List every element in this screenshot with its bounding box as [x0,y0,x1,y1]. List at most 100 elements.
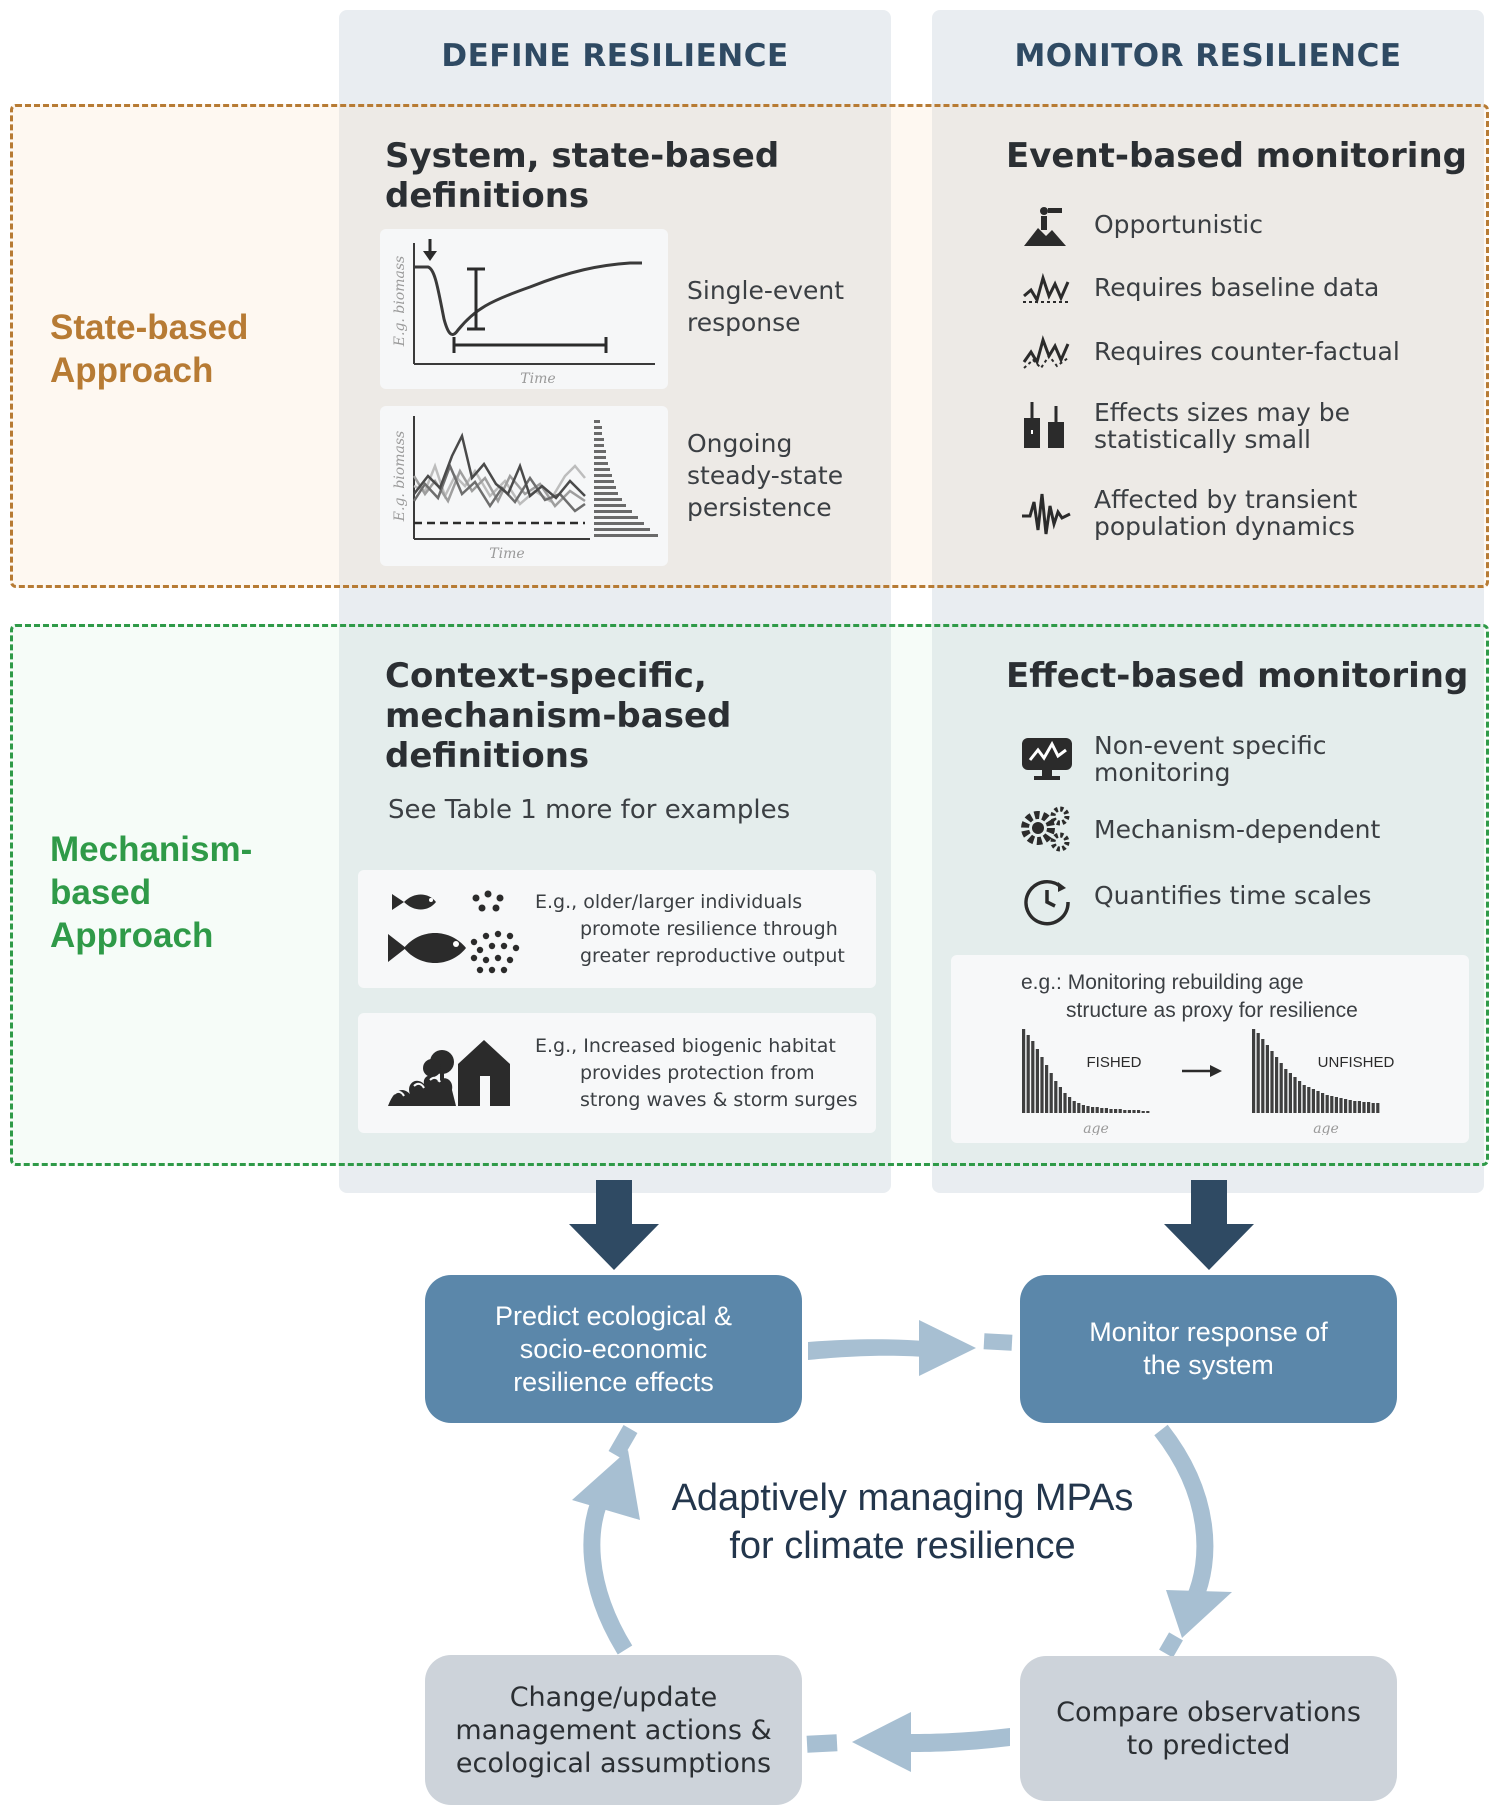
unfished-bars-bar [1344,1099,1348,1113]
unfished-bars-bar [1261,1039,1265,1113]
unfished-bars-bar [1270,1051,1274,1113]
unfished-bars [1252,1029,1380,1113]
mech-monitor-title: Effect-based monitoring [1006,656,1469,696]
counterfactual-icon [1022,335,1070,370]
monitor-response-box: Monitor response of the system [1020,1275,1397,1423]
unfished-bars-bar [1321,1093,1325,1113]
fished-bars-bar [1081,1105,1085,1113]
state-monitor-item-4: Affected by transient population dynamic… [1094,485,1358,541]
unfished-bars-bar [1371,1103,1375,1113]
pulse-icon [1022,493,1071,535]
unfished-bars-bar [1357,1101,1361,1113]
state-based-approach-label: State-based Approach [50,308,249,390]
state-define-title: System, state-based definitions [385,136,780,216]
single-event-caption: Single-event response [687,276,845,337]
state-monitor-item-3: Effects sizes may be statistically small [1094,398,1351,454]
unfished-bars-bar [1334,1097,1338,1113]
unfished-bars-bar [1302,1085,1306,1113]
age-structure-chart: FISHED UNFISHED age age [1022,1029,1395,1135]
fished-bars-bar [1068,1097,1072,1113]
age-structure-line1: e.g.: Monitoring rebuilding age [1021,971,1304,994]
example-fish-rest: promote resilience through greater repro… [580,918,845,967]
gears-icon [1021,806,1070,852]
monitor-down-arrow [1164,1180,1254,1270]
unfished-bars-bar [1252,1029,1256,1113]
fished-bars-bar [1146,1111,1150,1113]
fished-label: FISHED [1086,1054,1141,1071]
baseline-icon [1023,272,1070,304]
state-monitor-title: Event-based monitoring [1006,136,1467,176]
steady-state-chart-card: E.g. biomass Time [380,406,668,566]
unfished-bars-bar [1265,1045,1269,1113]
monitor-icon [1022,738,1072,780]
fished-bars-bar [1123,1110,1127,1113]
fished-bars-bar [1040,1057,1044,1113]
mech-monitor-item-0: Non-event specific monitoring [1094,731,1327,787]
fished-bars-bar [1127,1110,1131,1113]
example-habitat-lead: E.g., Increased biogenic habitat [535,1035,836,1057]
fished-bars-bar [1035,1049,1039,1113]
state-monitor-item-1: Requires baseline data [1094,273,1380,302]
example-habitat-rest: provides protection from strong waves & … [580,1062,858,1111]
state-monitor-item-2: Requires counter-factual [1094,337,1400,366]
change-update-box: Change/update management actions & ecolo… [425,1655,802,1805]
fished-bars-bar [1026,1035,1030,1113]
effect-size-icon [1024,402,1064,448]
state-monitor-item-0: Opportunistic [1094,210,1263,239]
unfished-bars-bar [1353,1101,1357,1113]
unfished-bars-bar [1298,1081,1302,1113]
fished-bars-bar [1137,1110,1141,1113]
unfished-bars-bar [1279,1063,1283,1113]
fished-bars [1022,1029,1150,1113]
fished-bars-bar [1063,1093,1067,1113]
single-event-chart: E.g. biomass Time [392,239,655,387]
mech-monitor-item-1: Mechanism-dependent [1094,815,1381,844]
fished-xlabel: age [1083,1121,1109,1135]
cycle-center-label: Adaptively managing MPAs for climate res… [671,1477,1134,1567]
fished-bars-bar [1104,1108,1108,1113]
unfished-bars-bar [1316,1091,1320,1113]
mech-define-subtitle: See Table 1 more for examples [388,795,791,825]
fished-bars-bar [1072,1101,1076,1113]
unfished-bars-bar [1307,1087,1311,1113]
unfished-bars-bar [1376,1103,1380,1113]
unfished-label: UNFISHED [1318,1054,1395,1071]
fished-bars-bar [1091,1107,1095,1113]
single-event-chart-card: E.g. biomass Time [380,229,668,389]
steady-state-xlabel: Time [489,546,524,562]
fished-bars-bar [1077,1103,1081,1113]
unfished-bars-bar [1288,1073,1292,1113]
compare-box: Compare observations to predicted [1020,1656,1397,1801]
unfished-bars-bar [1284,1069,1288,1113]
fished-bars-bar [1132,1110,1136,1113]
unfished-bars-bar [1339,1098,1343,1113]
habitat-icon [388,1040,510,1106]
fished-bars-bar [1100,1108,1104,1113]
fished-bars-bar [1058,1087,1062,1113]
fished-bars-bar [1086,1106,1090,1113]
fish-icon [388,890,520,974]
unfished-bars-bar [1311,1089,1315,1113]
unfished-bars-bar [1367,1102,1371,1113]
fished-bars-bar [1095,1107,1099,1113]
fished-bars-bar [1022,1029,1026,1113]
distribution-bars [594,420,658,537]
mech-define-title: Context-specific, mechanism-based defini… [385,656,732,776]
unfished-xlabel: age [1313,1121,1339,1135]
single-event-ylabel: E.g. biomass [392,256,408,347]
age-structure-line2: structure as proxy for resilience [1066,999,1358,1022]
unfished-bars-bar [1293,1077,1297,1113]
monitor-column-header: MONITOR RESILIENCE [1014,38,1402,74]
observer-icon [1024,207,1066,246]
steady-state-caption: Ongoing steady-state persistence [687,429,844,522]
clock-icon [1024,880,1070,926]
fished-bars-bar [1045,1065,1049,1113]
fished-bars-bar [1049,1073,1053,1113]
example-fish-lead: E.g., older/larger individuals [535,891,803,913]
define-down-arrow [569,1180,659,1270]
example-card-fish [358,870,876,988]
mechanism-based-approach-label: Mechanism- based Approach [50,830,253,955]
fished-bars-bar [1109,1109,1113,1113]
state-based-band [10,104,1489,588]
mech-monitor-item-2: Quantifies time scales [1094,881,1372,910]
